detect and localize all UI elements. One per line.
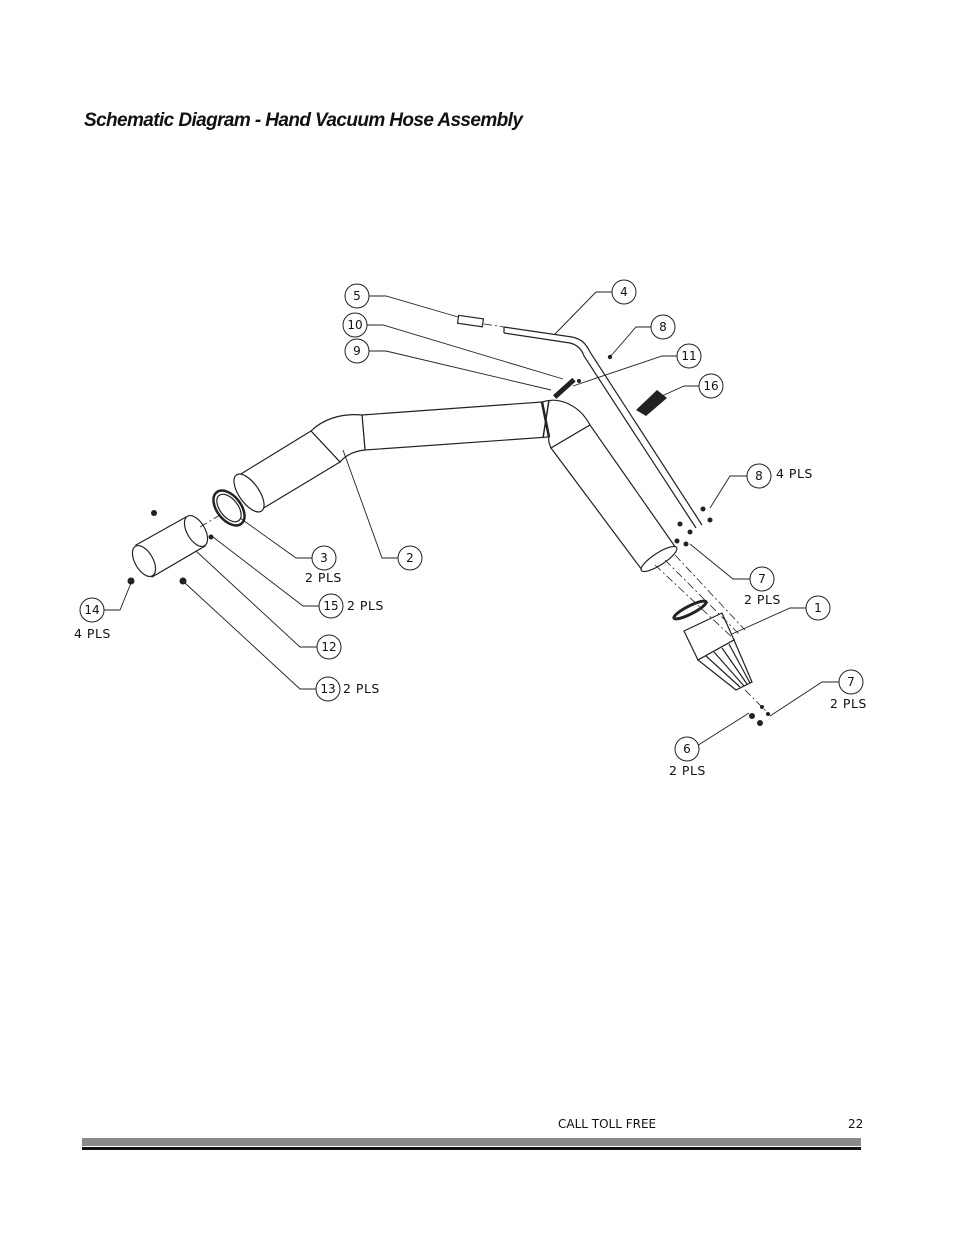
callout-number: 8 (755, 469, 763, 483)
callout-number: 6 (683, 742, 691, 756)
callout-number: 3 (320, 551, 328, 565)
callout-circle (698, 373, 724, 399)
callout-number: 2 (406, 551, 414, 565)
callout-circle (838, 669, 864, 695)
callout-number: 10 (347, 318, 362, 332)
callout-circle (674, 736, 700, 762)
footer-call-label: CALL TOLL FREE (558, 1117, 657, 1131)
part-11-fitting (553, 377, 576, 399)
callout-qty: 2 PLS (347, 598, 384, 613)
callout-circle (611, 279, 637, 305)
handle-bar (503, 326, 703, 526)
footer-rule-black (82, 1147, 861, 1150)
callout-circle (342, 312, 368, 338)
callout-number: 1 (814, 601, 822, 615)
hose-main-segment (361, 401, 550, 451)
callout-qty: 2 PLS (830, 696, 867, 711)
grip-part (456, 314, 485, 328)
callout-circle (344, 338, 370, 364)
callout-circle (316, 634, 342, 660)
callout-number: 4 (620, 285, 628, 299)
callout-qty: 2 PLS (744, 592, 781, 607)
callout-number: 7 (758, 572, 766, 586)
callout-circle (749, 566, 775, 592)
callout-qty: 4 PLS (776, 466, 813, 481)
callout-number: 14 (84, 603, 99, 617)
callout-number: 7 (847, 675, 855, 689)
callout-qty: 2 PLS (343, 681, 380, 696)
part-16-latch (636, 390, 667, 416)
callout-qty: 2 PLS (669, 763, 706, 778)
callout-circle (650, 314, 676, 340)
page-title: Schematic Diagram - Hand Vacuum Hose Ass… (84, 110, 523, 131)
callout-number: 5 (353, 289, 361, 303)
callout-circle (315, 676, 341, 702)
callout-number: 16 (703, 379, 718, 393)
callout-circle (344, 283, 370, 309)
hose-down-segment (550, 424, 677, 571)
callout-number: 13 (320, 682, 335, 696)
footer-rule-grey (82, 1138, 861, 1146)
callout-number: 11 (681, 349, 696, 363)
callout-circle (676, 343, 702, 369)
page-number: 22 (848, 1117, 864, 1131)
callout-number: 8 (659, 320, 667, 334)
callout-number: 15 (323, 599, 338, 613)
callout-number: 9 (353, 344, 361, 358)
callout-circle (318, 593, 344, 619)
callout-number: 12 (321, 640, 336, 654)
callout-circle (805, 595, 831, 621)
callout-qty: 4 PLS (74, 626, 111, 641)
callout-circle (311, 545, 337, 571)
callout-circle (79, 597, 105, 623)
callout-circle (746, 463, 772, 489)
callout-circle (397, 545, 423, 571)
callout-qty: 2 PLS (305, 570, 342, 585)
